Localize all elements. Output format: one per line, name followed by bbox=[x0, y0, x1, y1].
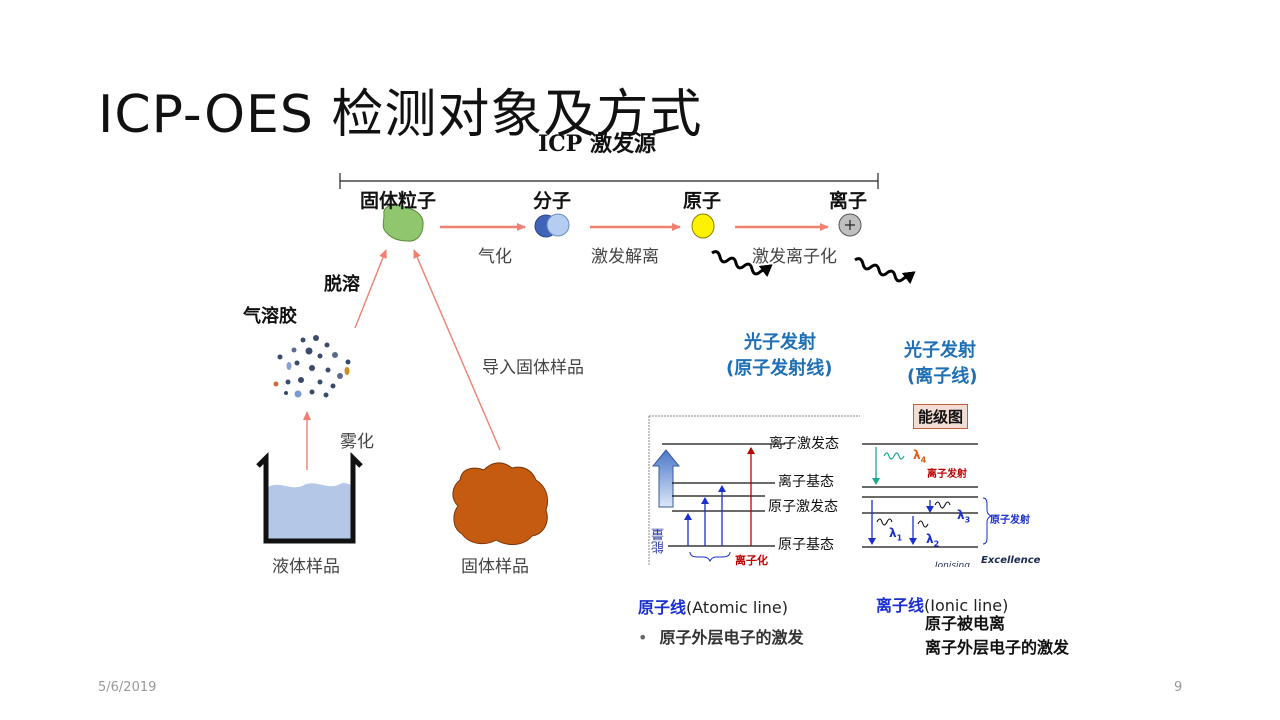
photon-arrow-ionic bbox=[854, 257, 916, 284]
liquid-beaker-icon bbox=[256, 451, 363, 544]
atomic-line-bullet: •原子外层电子的激发 bbox=[638, 628, 804, 647]
liquid-sample-label: 液体样品 bbox=[272, 557, 340, 577]
icp-bracket bbox=[339, 173, 879, 189]
slide-page-number: 9 bbox=[1174, 680, 1183, 695]
stage-solid-particle: 固体粒子 bbox=[360, 190, 437, 212]
atomic-line-term: 原子线 bbox=[638, 598, 687, 617]
level-ion-ground: 离子基态 bbox=[778, 474, 834, 490]
ionic-line-term: 离子线 bbox=[876, 596, 925, 615]
step-vaporize: 气化 bbox=[478, 247, 512, 267]
ionic-line-english: (Ionic line) bbox=[924, 596, 1009, 615]
level-atom-ground: 原子基态 bbox=[778, 537, 834, 553]
stage-ion: 离子 bbox=[829, 190, 868, 212]
molecule-icon bbox=[534, 213, 570, 238]
stage-molecule: 分子 bbox=[533, 190, 572, 212]
solid-particle-icon bbox=[382, 204, 424, 242]
solid-intro-label: 导入固体样品 bbox=[482, 358, 584, 378]
ionic-line-legend: 离子线(Ionic line) bbox=[876, 592, 1008, 616]
energy-level-diagram bbox=[648, 415, 993, 565]
ion-emission-label: 离子发射 bbox=[927, 469, 967, 480]
level-atom-excited: 原子激发态 bbox=[768, 499, 838, 515]
atomic-emission-subtitle: (原子发射线) bbox=[726, 358, 833, 379]
atomic-line-english: (Atomic line) bbox=[686, 598, 789, 617]
slide-title: ICP-OES 检测对象及方式 bbox=[98, 85, 703, 145]
desolvation-label: 脱溶 bbox=[324, 274, 360, 295]
level-ion-excited: 离子激发态 bbox=[769, 436, 839, 452]
slide-date: 5/6/2019 bbox=[98, 680, 157, 695]
solid-sample-label: 固体样品 bbox=[461, 557, 529, 577]
solid-sample-icon bbox=[452, 462, 549, 545]
arrow-solid-intro bbox=[413, 249, 501, 451]
step-dissociate: 激发解离 bbox=[591, 247, 659, 267]
ionic-emission-title: 光子发射 bbox=[904, 340, 976, 361]
ionization-label: 离子化 bbox=[735, 554, 768, 567]
ion-icon bbox=[838, 213, 862, 237]
lambda3-label: λ3 bbox=[957, 508, 971, 525]
lambda4-label: λ4 bbox=[913, 448, 927, 465]
energy-axis-arrow bbox=[651, 449, 681, 508]
photon-arrow-atomic bbox=[711, 250, 773, 277]
ionising-label: Ionising bbox=[935, 561, 970, 567]
arrow-desolvate bbox=[354, 249, 387, 329]
excellence-label: Excellence bbox=[981, 555, 1041, 566]
nebulization-label: 雾化 bbox=[340, 432, 374, 452]
aerosol-droplets-icon bbox=[273, 335, 351, 398]
lambda1-label: λ1 bbox=[889, 526, 903, 543]
energy-axis-label: 能量 bbox=[652, 528, 667, 554]
ionic-line-desc-2: 离子外层电子的激发 bbox=[925, 638, 1070, 657]
atomic-emission-title: 光子发射 bbox=[744, 332, 816, 353]
lambda2-label: λ2 bbox=[926, 532, 940, 549]
step-ionize: 激发离子化 bbox=[752, 247, 837, 267]
energy-diagram-badge: 能级图 bbox=[913, 404, 969, 429]
stage-atom: 原子 bbox=[683, 190, 722, 212]
atom-icon bbox=[691, 213, 715, 239]
atom-emission-label: 原子发射 bbox=[990, 515, 1030, 526]
aerosol-label: 气溶胶 bbox=[243, 306, 297, 327]
icp-source-label: ICP 激发源 bbox=[538, 131, 657, 157]
ionic-line-desc-1: 原子被电离 bbox=[925, 614, 1006, 633]
atomic-line-legend: 原子线(Atomic line) bbox=[638, 594, 788, 618]
ionic-emission-subtitle: (离子线) bbox=[907, 366, 978, 387]
